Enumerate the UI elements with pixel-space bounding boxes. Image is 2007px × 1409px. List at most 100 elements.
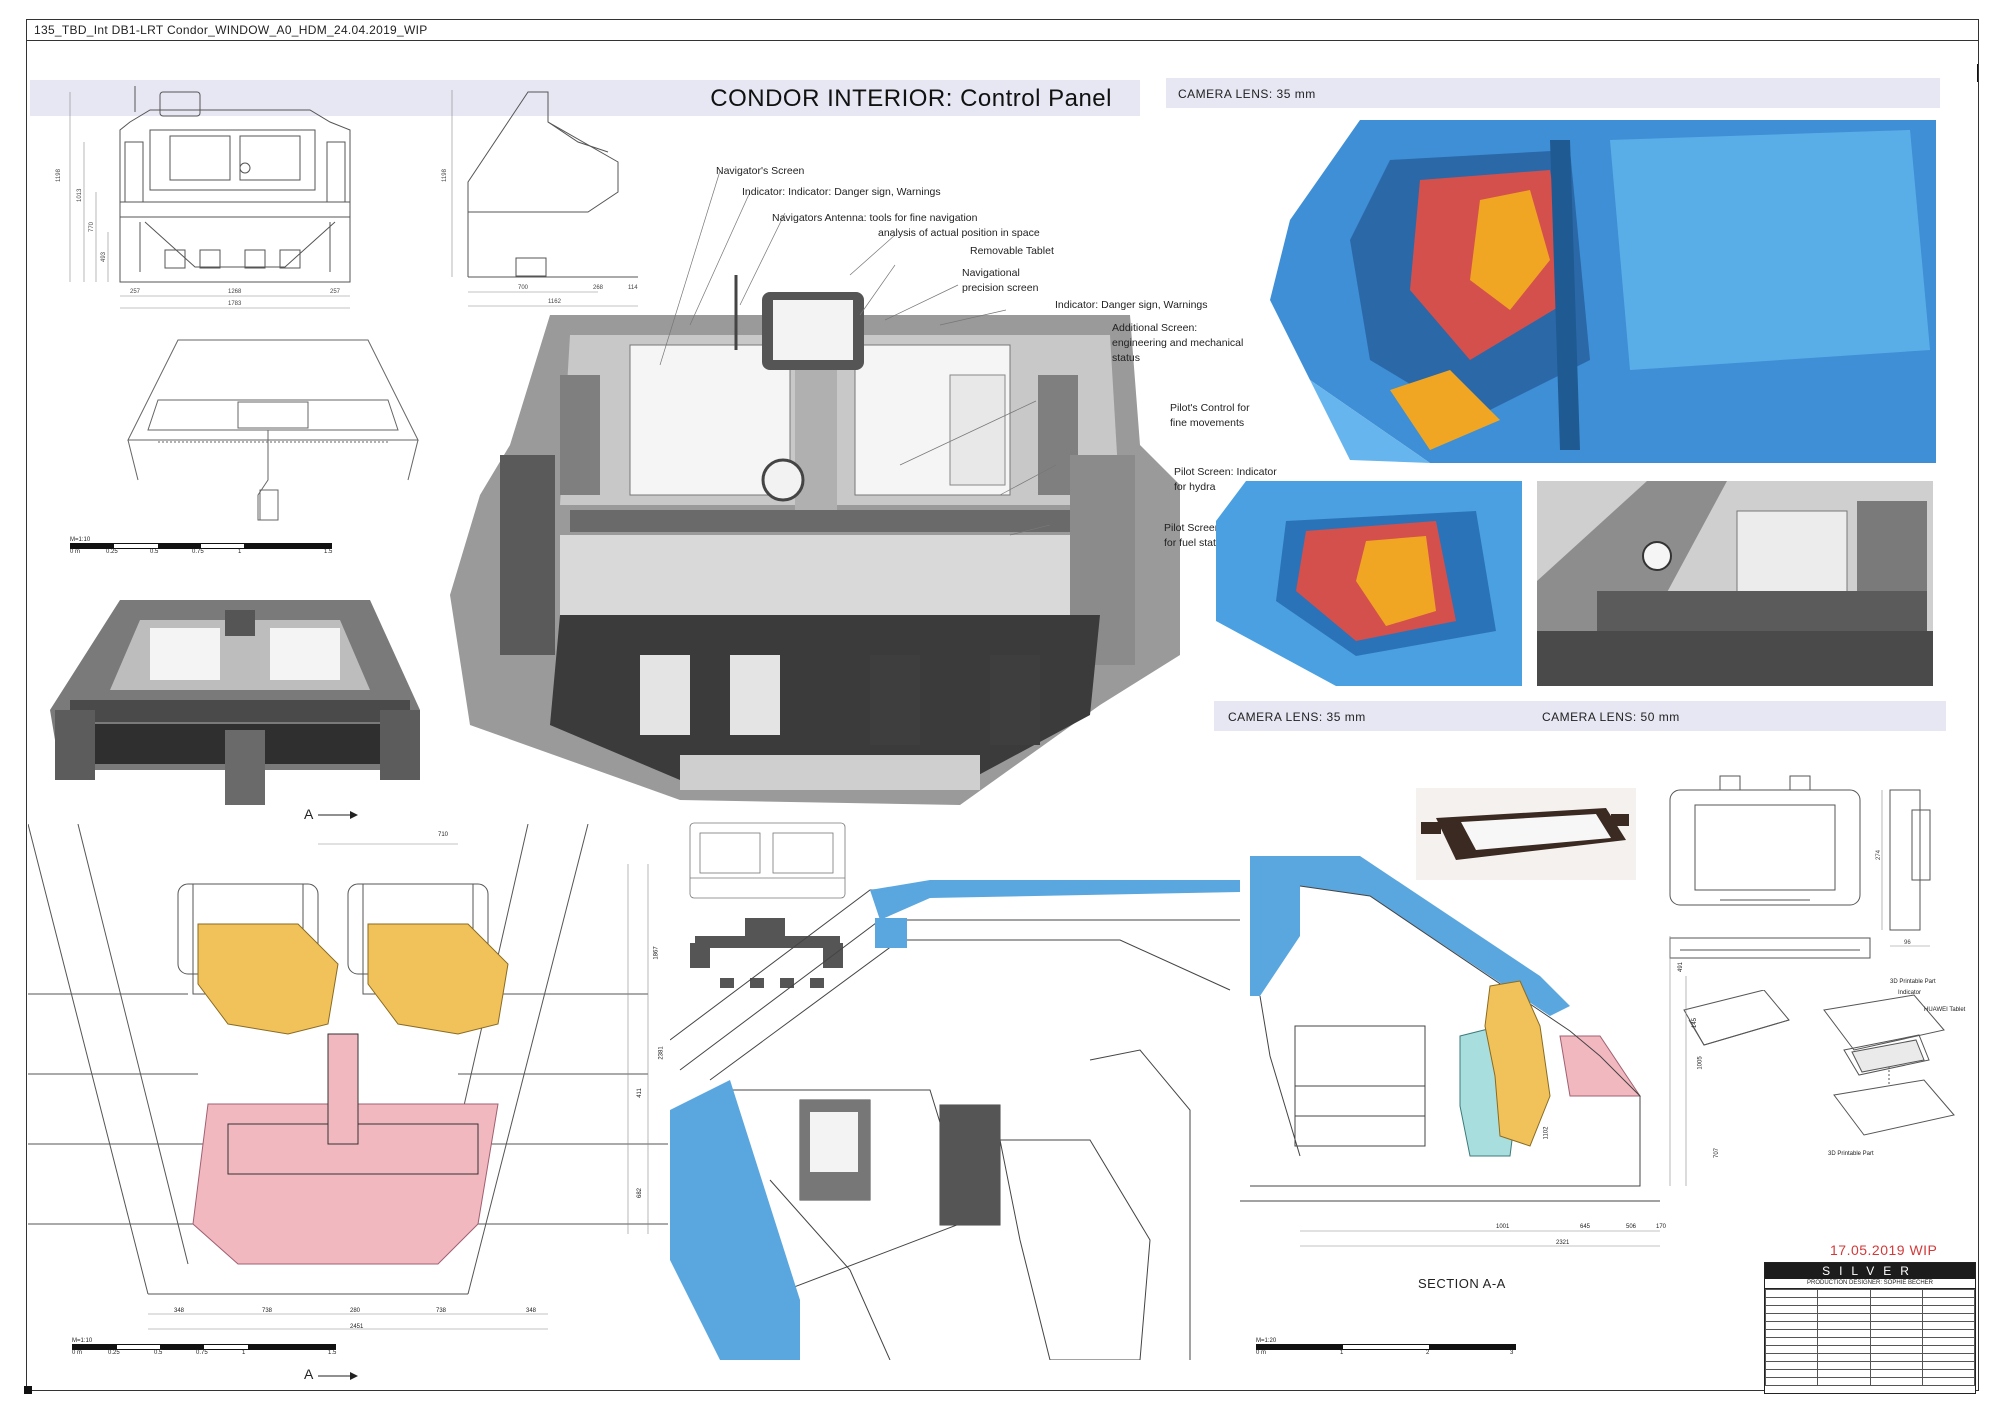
page-title: CONDOR INTERIOR: Control Panel [710, 85, 1112, 112]
dimension-label: 1783 [228, 301, 242, 307]
callout-precision-screen: precision screen [962, 282, 1039, 294]
brand-logo: SILVER [1765, 1263, 1975, 1279]
scale-tick: 1 [238, 549, 242, 555]
callout-navigators-screen: Navigator's Screen [716, 165, 805, 177]
tablet-label-indicator: Indicator [1898, 990, 1922, 996]
dimension-label: 411 [636, 1088, 643, 1098]
cockpit-perspective-section [670, 880, 1240, 1360]
tablet-label-printable-part: 3D Printable Part [1890, 979, 1936, 985]
scale-bar: M=1:10 0 m 0.25 0.5 0.75 1 1.5 [70, 537, 332, 557]
dimension-label: 1198 [442, 168, 448, 182]
plan-view-drawing [28, 824, 668, 1330]
section-title: SECTION A-A [1418, 1276, 1506, 1291]
callout-indicator-warnings-2: Indicator: Danger sign, Warnings [1055, 299, 1208, 311]
scale-tick: 0.75 [196, 1350, 208, 1356]
callout-antenna-detail: analysis of actual position in space [878, 227, 1040, 239]
dimension-label: 1005 [1697, 1056, 1704, 1070]
tablet-label-printable-part-bottom: 3D Printable Part [1828, 1151, 1874, 1157]
scale-tick: 0.25 [106, 549, 118, 555]
callout-pilot-control: Pilot's Control for [1170, 402, 1250, 414]
callout-indicator-warnings: Indicator: Indicator: Danger sign, Warni… [742, 186, 941, 198]
section-arrow-top [318, 811, 358, 819]
dimension-label: 645 [1580, 1224, 1591, 1230]
production-designer: PRODUCTION DESIGNER: SOPHIE BECHER [1765, 1279, 1975, 1289]
camera-lens-label: CAMERA LENS: 35 mm [1228, 710, 1366, 724]
scale-label: M=1:20 [1256, 1338, 1277, 1344]
sheet-frame [26, 19, 1979, 1391]
camera-lens-bar-top: CAMERA LENS: 35 mm [1166, 78, 1940, 108]
scale-tick: 1.5 [328, 1350, 337, 1356]
scale-tick: 0.5 [150, 549, 159, 555]
callout-additional-screen: Additional Screen: [1112, 322, 1198, 334]
scale-tick: 3 [1510, 1350, 1514, 1356]
cockpit-render-35mm-close [1216, 481, 1522, 686]
scale-tick: 0 m [72, 1350, 83, 1356]
dimension-label: 1013 [77, 188, 83, 202]
callout-navigational: Navigational [962, 267, 1020, 279]
dimension-label: 770 [89, 221, 95, 232]
dimension-label: 1001 [1496, 1224, 1510, 1230]
section-marker-bottom: A [304, 1366, 314, 1382]
dimension-label: 682 [637, 1187, 644, 1199]
scale-tick: 0.75 [192, 549, 204, 555]
callout-fuel-stat: for fuel stat [1164, 537, 1216, 549]
scale-tick: 1.5 [324, 549, 333, 555]
dimension-label: 348 [526, 1308, 537, 1314]
dimension-label: 700 [518, 285, 529, 291]
side-elevation-drawing: 1198 700 268 114 1162 [442, 90, 638, 307]
callout-leader-lines [659, 170, 1057, 536]
dimension-label: 506 [1626, 1224, 1637, 1230]
dimension-label: 268 [593, 285, 604, 291]
dimension-label: 710 [438, 832, 449, 838]
camera-lens-label: CAMERA LENS: 50 mm [1542, 710, 1680, 724]
callout-antenna: Navigators Antenna: tools for fine navig… [772, 212, 978, 224]
scale-label: M=1:10 [72, 1338, 93, 1344]
dimension-label: 348 [174, 1308, 185, 1314]
scale-tick: 1 [242, 1350, 246, 1356]
dimension-label: 114 [628, 285, 638, 291]
front-elevation-drawing: 1198 1013 770 493 257 1268 257 1783 [56, 86, 351, 309]
title-block: SILVER PRODUCTION DESIGNER: SOPHIE BECHE… [1764, 1262, 1976, 1394]
tablet-render [1416, 788, 1636, 880]
dimension-label: 280 [350, 1308, 361, 1314]
scale-tick: 0.25 [108, 1350, 120, 1356]
corner-mark [24, 1386, 32, 1394]
dimension-label: 274 [1876, 849, 1882, 860]
dimension-label: 707 [1714, 1147, 1721, 1159]
scale-bar: M=1:10 0 m 0.25 0.5 0.75 1 1.5 [72, 1338, 336, 1358]
dimension-label: 1162 [548, 299, 562, 305]
dimension-label: 1102 [1543, 1126, 1550, 1140]
dimension-label: 738 [436, 1308, 447, 1314]
scale-tick: 0.5 [154, 1350, 163, 1356]
callout-pilot-screen-hydraulics: Pilot Screen: Indicator [1174, 466, 1277, 478]
callout-status: status [1112, 352, 1141, 364]
scale-bar: M=1:20 0 m 1 2 3 [1256, 1338, 1516, 1358]
cockpit-render-50mm [1537, 481, 1933, 686]
dimension-label: 738 [262, 1308, 273, 1314]
dimension-label: 257 [130, 289, 141, 295]
section-arrow-bottom [318, 1372, 358, 1380]
control-panel-main-render [450, 275, 1180, 805]
title-block-grid [1764, 1289, 1976, 1386]
scale-tick: 2 [1426, 1350, 1430, 1356]
camera-lens-bar-bottom: CAMERA LENS: 35 mm CAMERA LENS: 50 mm [1214, 701, 1946, 731]
dimension-label: 1198 [56, 168, 62, 182]
tablet-label-huawei: HUAWEI Tablet [1924, 1007, 1966, 1013]
dimension-label: 96 [1904, 940, 1911, 946]
control-panel-small-render [50, 600, 420, 805]
dimension-label: 2451 [350, 1324, 364, 1330]
dimension-label: 2321 [1556, 1240, 1570, 1246]
camera-lens-label: CAMERA LENS: 35 mm [1178, 87, 1316, 101]
dimension-label: 170 [1656, 1224, 1667, 1230]
dimension-label: 491 [1678, 961, 1685, 973]
dimension-label: 1867 [653, 946, 660, 960]
dimension-label: 145 [1692, 1017, 1699, 1029]
callout-fine-movements: fine movements [1170, 417, 1245, 429]
section-a-a-drawing [1240, 856, 1687, 1247]
corner-mark [1977, 64, 1978, 82]
scale-label: M=1:10 [70, 537, 91, 543]
wip-stamp: 17.05.2019 WIP [1830, 1242, 1938, 1258]
scale-tick: 0 m [1256, 1350, 1267, 1356]
file-name: 135_TBD_Int DB1-LRT Condor_WINDOW_A0_HDM… [26, 19, 1979, 41]
callout-removable-tablet: Removable Tablet [970, 245, 1054, 257]
